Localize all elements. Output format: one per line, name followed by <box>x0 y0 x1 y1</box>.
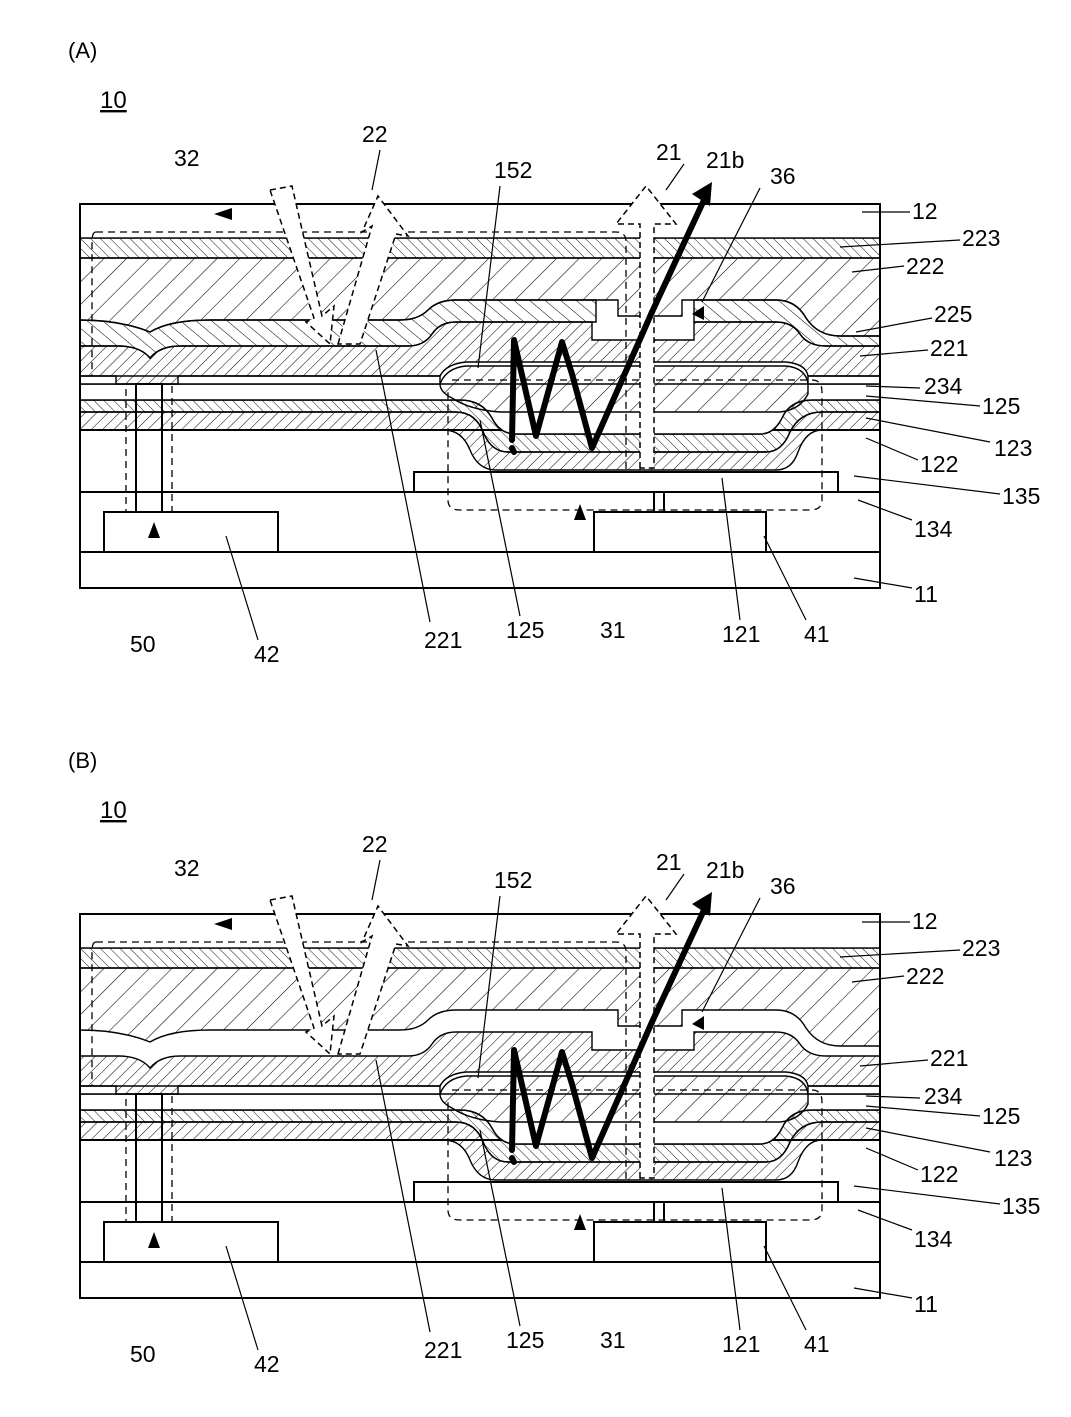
label-21: 21 <box>656 849 682 875</box>
label-221-right: 221 <box>930 335 968 361</box>
label-22: 22 <box>362 831 388 857</box>
label-125-bottom: 125 <box>506 1327 544 1353</box>
label-221-bottom: 221 <box>424 627 462 653</box>
label-12: 12 <box>912 198 938 224</box>
label-234: 234 <box>924 1083 963 1109</box>
electrode-121 <box>414 1182 838 1222</box>
label-122: 122 <box>920 1161 958 1187</box>
layer-134 <box>80 1202 880 1262</box>
arrow-31 <box>574 1214 586 1230</box>
panel-b: (B) 10 <box>68 748 1040 1377</box>
label-31: 31 <box>600 1327 626 1353</box>
panel-caption: (A) <box>68 38 97 63</box>
label-36: 36 <box>770 873 796 899</box>
label-135: 135 <box>1002 1193 1040 1219</box>
panel-a: (A) 10 <box>68 38 1040 667</box>
arrow-50 <box>148 522 160 538</box>
label-221-bottom: 221 <box>424 1337 462 1363</box>
label-21b: 21b <box>706 147 744 173</box>
label-50: 50 <box>130 1341 156 1367</box>
label-125-right: 125 <box>982 393 1020 419</box>
label-32: 32 <box>174 855 200 881</box>
label-221-right: 221 <box>930 1045 968 1071</box>
label-225: 225 <box>934 301 972 327</box>
label-223: 223 <box>962 225 1000 251</box>
electrode-42 <box>104 1222 278 1262</box>
label-152: 152 <box>494 867 532 893</box>
figure-ref: 10 <box>100 797 127 824</box>
substrate-11 <box>80 552 880 588</box>
figure-ref: 10 <box>100 87 127 114</box>
panel-caption: (B) <box>68 748 97 773</box>
panels-root: (A) 10 <box>68 38 1040 1377</box>
label-135: 135 <box>1002 483 1040 509</box>
label-11: 11 <box>914 1291 938 1317</box>
label-121: 121 <box>722 1331 760 1357</box>
label-123: 123 <box>994 1145 1032 1171</box>
label-22: 22 <box>362 121 388 147</box>
arrow-36 <box>692 1016 704 1030</box>
electrode-41 <box>594 512 766 552</box>
label-125-bottom: 125 <box>506 617 544 643</box>
label-123: 123 <box>994 435 1032 461</box>
label-234: 234 <box>924 373 963 399</box>
layer-223 <box>80 948 880 968</box>
layer-12 <box>80 914 880 948</box>
label-125-right: 125 <box>982 1103 1020 1129</box>
label-222: 222 <box>906 253 944 279</box>
label-122: 122 <box>920 451 958 477</box>
label-21: 21 <box>656 139 682 165</box>
layer-134 <box>80 492 880 552</box>
label-134: 134 <box>914 1226 953 1252</box>
label-21b: 21b <box>706 857 744 883</box>
label-11: 11 <box>914 581 938 607</box>
electrode-41 <box>594 1222 766 1262</box>
arrow-50 <box>148 1232 160 1248</box>
label-134: 134 <box>914 516 953 542</box>
label-41: 41 <box>804 621 830 647</box>
label-152: 152 <box>494 157 532 183</box>
label-50: 50 <box>130 631 156 657</box>
label-32: 32 <box>174 145 200 171</box>
substrate-11 <box>80 1262 880 1298</box>
ray-end <box>512 448 514 452</box>
arrow-31 <box>574 504 586 520</box>
layer-223 <box>80 238 880 258</box>
electrode-121 <box>414 472 838 512</box>
layer-12 <box>80 204 880 238</box>
label-31: 31 <box>600 617 626 643</box>
label-42: 42 <box>254 1351 280 1377</box>
ray-end <box>512 1158 514 1162</box>
label-42: 42 <box>254 641 280 667</box>
label-223: 223 <box>962 935 1000 961</box>
label-36: 36 <box>770 163 796 189</box>
label-222: 222 <box>906 963 944 989</box>
label-12: 12 <box>912 908 938 934</box>
label-121: 121 <box>722 621 760 647</box>
electrode-42 <box>104 512 278 552</box>
label-41: 41 <box>804 1331 830 1357</box>
